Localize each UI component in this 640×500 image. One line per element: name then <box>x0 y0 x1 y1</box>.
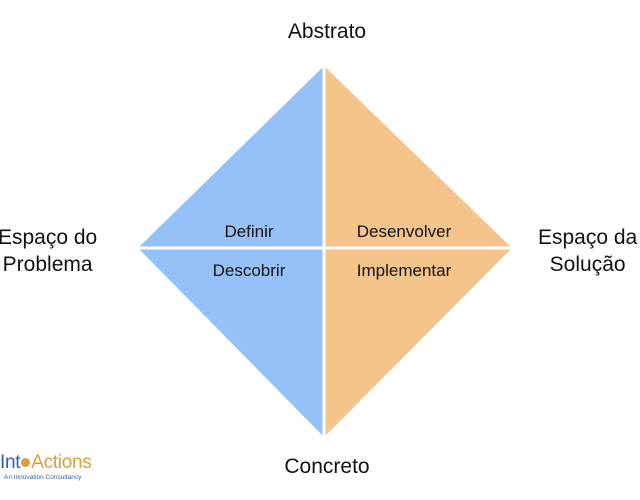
right-label-line-1: Espaço da <box>538 226 638 249</box>
top-label: Abstrato <box>287 20 367 43</box>
quadrant-lower-right: Implementar <box>356 261 452 280</box>
quadrant-lower-left: Descobrir <box>212 261 286 280</box>
left-label: Espaço do Problema <box>0 224 97 278</box>
problem-space-shape <box>138 66 324 437</box>
logo-tagline: An Innovation Consultancy <box>4 474 82 481</box>
bottom-label: Concreto <box>284 455 370 478</box>
logo-text-part-1: Int <box>0 452 21 473</box>
logo-dot-icon <box>21 457 31 467</box>
quadrant-upper-left: Definir <box>224 222 274 241</box>
solution-space-shape <box>324 66 512 437</box>
left-label-line-1: Espaço do <box>0 226 98 249</box>
left-label-line-2: Problema <box>2 253 93 276</box>
right-label: Espaço da Solução <box>538 224 637 278</box>
logo-text-part-2: Actions <box>31 452 92 473</box>
right-label-line-2: Solução <box>549 253 626 276</box>
intoactions-logo: Int Actions An Innovation Consultancy <box>0 452 120 492</box>
logo-wordmark: Int Actions <box>0 452 92 474</box>
quadrant-upper-right: Desenvolver <box>356 222 452 241</box>
